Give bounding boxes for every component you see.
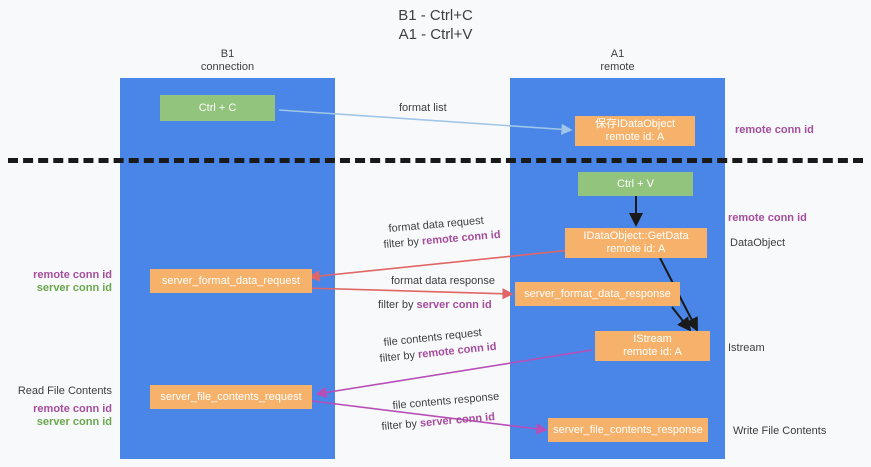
node-server-file-contents-request-label: server_file_contents_request	[160, 390, 302, 403]
lane-b1-role: connection	[200, 61, 255, 73]
node-istream-line1: IStream	[633, 333, 672, 345]
annotation-left-remote-conn-id-bottom: remote conn id	[33, 403, 112, 415]
filter-prefix: filter by	[378, 299, 417, 311]
node-ctrl-c[interactable]: Ctrl + C	[160, 95, 275, 121]
lane-header-b1: B1 connection	[120, 48, 335, 74]
annotation-left-server-conn-id-mid: server conn id	[36, 282, 112, 294]
annotation-read-file-contents: Read File Contents	[17, 385, 112, 397]
filter-prefix: filter by	[383, 235, 423, 251]
edge-label-format-list: format list	[399, 102, 447, 114]
node-server-format-data-response[interactable]: server_format_data_response	[515, 282, 680, 306]
edge-label-file-contents-response-filter: filter by server conn id	[381, 410, 496, 434]
annotation-left-server-conn-id-bottom: server conn id	[36, 416, 112, 428]
lane-header-a1: A1 remote	[510, 48, 725, 74]
page-title: B1 - Ctrl+C A1 - Ctrl+V	[0, 6, 871, 44]
node-server-file-contents-response-label: server_file_contents_response	[553, 423, 703, 436]
annotation-remote-conn-id-mid: remote conn id	[728, 212, 807, 224]
filter-prefix: filter by	[381, 417, 421, 433]
lane-b1-name: B1	[220, 48, 235, 60]
filter-key-server-conn-id: server conn id	[419, 411, 496, 430]
annotation-write-file-contents: Write File Contents	[733, 425, 827, 437]
edge-label-format-data-response: format data response	[391, 275, 495, 287]
edge-label-file-contents-response: file contents response	[392, 390, 500, 412]
node-save-idataobject-line2: remote id: A	[605, 131, 665, 143]
annotation-left-remote-conn-id-mid: remote conn id	[33, 269, 112, 281]
filter-prefix: filter by	[379, 348, 419, 365]
node-istream[interactable]: IStream remote id: A	[595, 331, 710, 361]
annotation-dataobject: DataObject	[730, 237, 786, 249]
annotation-remote-conn-id-top: remote conn id	[735, 124, 814, 136]
edge-label-format-data-response-filter: filter by server conn id	[378, 298, 492, 312]
node-istream-line2: remote id: A	[623, 346, 682, 358]
node-ctrl-v[interactable]: Ctrl + V	[578, 172, 693, 196]
filter-key-server-conn-id: server conn id	[416, 299, 492, 311]
node-ctrl-c-label: Ctrl + C	[198, 101, 237, 114]
lane-a1-name: A1	[610, 48, 625, 60]
node-ctrl-v-label: Ctrl + V	[617, 177, 654, 190]
title-line-2: A1 - Ctrl+V	[398, 26, 473, 43]
section-divider	[8, 158, 863, 163]
annotation-istream: Istream	[728, 342, 765, 354]
node-idataobject-getdata-line1: IDataObject::GetData	[583, 230, 689, 242]
arrow-format-data-response	[304, 287, 514, 300]
node-save-idataobject[interactable]: 保存IDataObject remote id: A	[575, 116, 695, 146]
lane-a1-role: remote	[600, 61, 635, 73]
node-server-format-data-request-label: server_format_data_request	[161, 274, 301, 287]
node-save-idataobject-line1: 保存IDataObject	[594, 118, 676, 130]
node-idataobject-getdata-line2: remote id: A	[606, 243, 666, 255]
node-idataobject-getdata[interactable]: IDataObject::GetData remote id: A	[565, 228, 707, 258]
node-server-file-contents-response[interactable]: server_file_contents_response	[548, 418, 708, 442]
node-server-file-contents-request[interactable]: server_file_contents_request	[150, 385, 312, 409]
title-line-1: B1 - Ctrl+C	[398, 7, 473, 24]
node-server-format-data-response-label: server_format_data_response	[524, 287, 671, 300]
node-server-format-data-request[interactable]: server_format_data_request	[150, 269, 312, 293]
